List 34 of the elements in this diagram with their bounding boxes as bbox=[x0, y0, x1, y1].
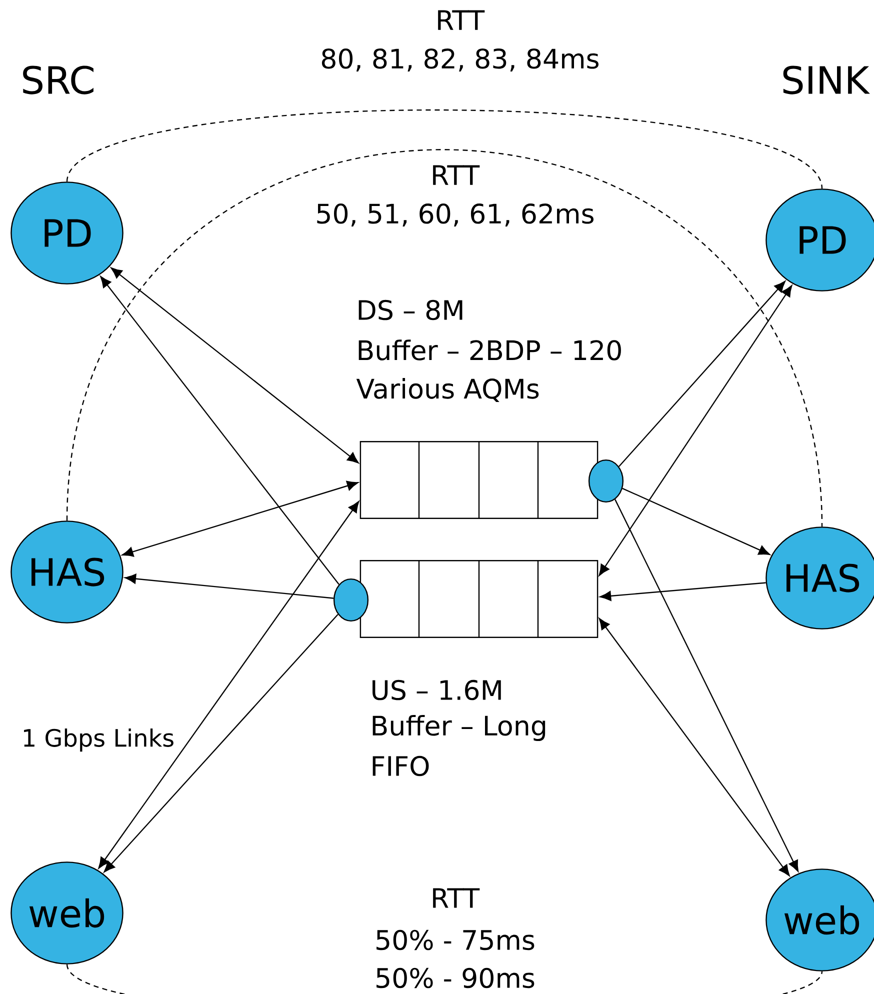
arrow bbox=[104, 614, 338, 872]
label-text: 1 Gbps Links bbox=[24, 728, 174, 752]
arrow bbox=[98, 501, 360, 869]
note-text: DS – 8M bbox=[358, 300, 462, 320]
edge-label: RTT bbox=[429, 164, 481, 186]
server-circle bbox=[333, 578, 369, 622]
arrow bbox=[124, 574, 334, 599]
note-text: Various AQMs bbox=[356, 378, 539, 402]
dashed-curve bbox=[66, 109, 822, 189]
arrow bbox=[618, 280, 786, 467]
note-text: Buffer – Long bbox=[372, 715, 546, 742]
label-text: 50% - 90ms bbox=[376, 968, 534, 988]
arrow bbox=[600, 582, 766, 601]
server-circle bbox=[588, 459, 624, 503]
queue-box bbox=[360, 560, 598, 638]
arrow bbox=[122, 480, 358, 557]
note-text: US – 1.6M bbox=[372, 680, 501, 700]
arrow bbox=[598, 285, 792, 576]
edge-label: RTT bbox=[429, 887, 481, 909]
arrow bbox=[110, 267, 359, 464]
arrow bbox=[614, 499, 799, 872]
queue-box bbox=[360, 441, 598, 519]
label-text: SINK bbox=[783, 66, 870, 94]
edge-label: RTT bbox=[434, 9, 486, 31]
dashed-curve bbox=[66, 150, 823, 527]
note-text: FIFO bbox=[372, 756, 429, 776]
label-text: 50, 51, 60, 61, 62ms bbox=[317, 203, 594, 227]
label-text: 50% - 75ms bbox=[376, 930, 534, 950]
label-text: SRC bbox=[23, 66, 94, 94]
arrow bbox=[622, 488, 770, 555]
note-text: Buffer – 2BDP – 120 bbox=[358, 340, 621, 360]
arrow bbox=[598, 618, 790, 876]
label-text: 80, 81, 82, 83, 84ms bbox=[322, 48, 598, 72]
arrow bbox=[100, 276, 340, 585]
